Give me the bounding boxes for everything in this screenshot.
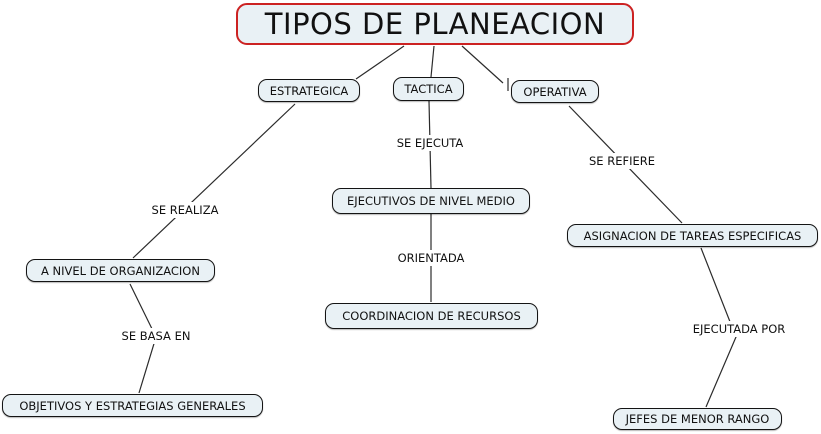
node-estrategica[interactable]: ESTRATEGICA	[258, 79, 360, 102]
node-objetivos-y-estrategias-generales[interactable]: OBJETIVOS Y ESTRATEGIAS GENERALES	[2, 394, 263, 417]
node-coordinacion-de-recursos[interactable]: COORDINACION DE RECURSOS	[325, 303, 538, 329]
node-a-nivel-de-organizacion[interactable]: A NIVEL DE ORGANIZACION	[26, 259, 215, 282]
link-label-orientada[interactable]: ORIENTADA	[394, 250, 468, 266]
link-label-se-basa-en[interactable]: SE BASA EN	[118, 328, 194, 344]
edge-estrategica-to-a-nivel	[132, 103, 296, 259]
link-label-ejecutada-por[interactable]: EJECUTADA POR	[689, 321, 789, 337]
edge-title-to-tactica	[430, 45, 435, 78]
node-operativa[interactable]: OPERATIVA	[511, 80, 599, 103]
node-title[interactable]: TIPOS DE PLANEACION	[236, 3, 634, 45]
node-jefes-de-menor-rango[interactable]: JEFES DE MENOR RANGO	[613, 408, 782, 430]
node-tactica[interactable]: TACTICA	[393, 77, 464, 101]
node-ejecutivos-de-nivel-medio[interactable]: EJECUTIVOS DE NIVEL MEDIO	[332, 188, 530, 214]
edge-asignacion-to-jefes	[700, 247, 737, 408]
link-label-se-refiere[interactable]: SE REFIERE	[585, 153, 659, 169]
edge-title-to-estrategica	[355, 45, 405, 80]
link-label-se-ejecuta[interactable]: SE EJECUTA	[393, 135, 467, 151]
link-label-se-realiza[interactable]: SE REALIZA	[148, 202, 222, 218]
node-asignacion-de-tareas-especificas[interactable]: ASIGNACION DE TAREAS ESPECIFICAS	[567, 224, 818, 247]
edge-title-to-operativa	[461, 45, 504, 84]
